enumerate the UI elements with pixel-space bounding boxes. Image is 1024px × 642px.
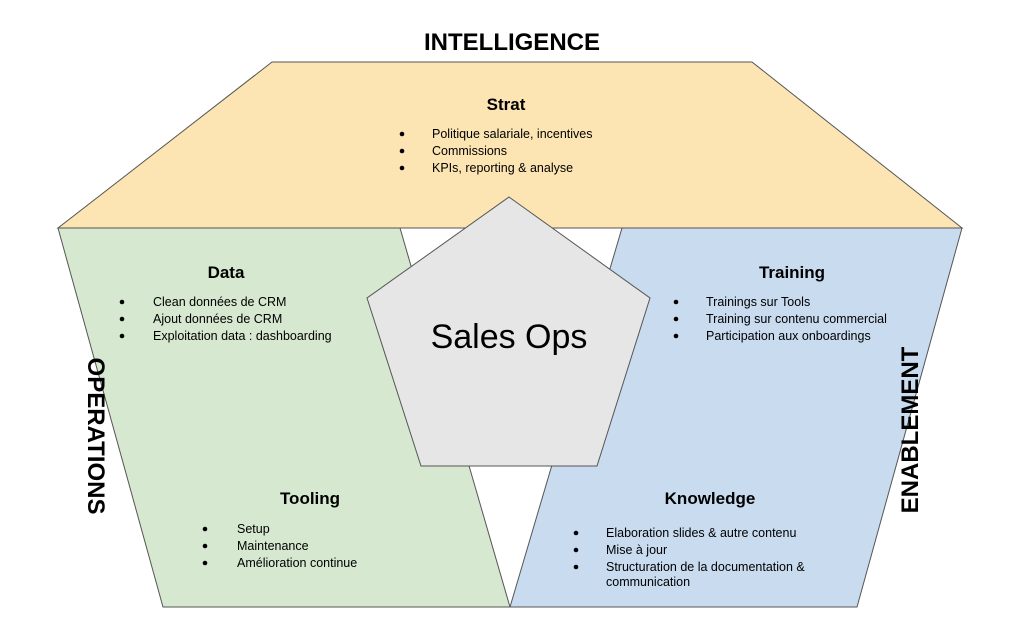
operations-label: OPERATIONS	[82, 358, 109, 515]
tooling-list: Setup Maintenance Amélioration continue	[202, 522, 357, 570]
data-item: Exploitation data : dashboarding	[153, 329, 332, 343]
bullet	[399, 165, 405, 171]
enablement-label: ENABLEMENT	[897, 346, 924, 513]
bullet	[673, 333, 679, 339]
strat-item: KPIs, reporting & analyse	[432, 161, 573, 175]
tooling-heading: Tooling	[280, 489, 340, 508]
strat-heading: Strat	[487, 95, 526, 114]
bullet	[399, 131, 405, 137]
bullet	[202, 543, 208, 549]
bullet	[399, 148, 405, 154]
knowledge-item-continuation: communication	[606, 575, 690, 589]
knowledge-item: Elaboration slides & autre contenu	[606, 526, 796, 540]
bullet	[573, 564, 579, 570]
bullet	[202, 560, 208, 566]
bullet	[119, 333, 125, 339]
training-item: Trainings sur Tools	[706, 295, 810, 309]
training-item: Participation aux onboardings	[706, 329, 871, 343]
tooling-item: Setup	[237, 522, 270, 536]
knowledge-item: Structuration de la documentation &	[606, 560, 805, 574]
data-heading: Data	[208, 263, 245, 282]
knowledge-list: Elaboration slides & autre contenu Mise …	[573, 526, 805, 589]
knowledge-heading: Knowledge	[665, 489, 756, 508]
center-label: Sales Ops	[431, 318, 588, 356]
intelligence-label: INTELLIGENCE	[424, 29, 600, 56]
bullet	[673, 316, 679, 322]
bullet	[119, 316, 125, 322]
data-item: Ajout données de CRM	[153, 312, 282, 326]
bullet	[119, 299, 125, 305]
strat-list: Politique salariale, incentives Commissi…	[399, 127, 593, 175]
knowledge-item: Mise à jour	[606, 543, 667, 557]
tooling-item: Amélioration continue	[237, 556, 357, 570]
training-heading: Training	[759, 263, 825, 282]
tooling-item: Maintenance	[237, 539, 309, 553]
center-pentagon	[366, 196, 651, 467]
bullet	[573, 547, 579, 553]
training-list: Trainings sur Tools Training sur contenu…	[673, 295, 887, 343]
bullet	[573, 530, 579, 536]
data-list: Clean données de CRM Ajout données de CR…	[119, 295, 332, 343]
data-item: Clean données de CRM	[153, 295, 286, 309]
bullet	[673, 299, 679, 305]
bullet	[202, 526, 208, 532]
strat-item: Commissions	[432, 144, 507, 158]
strat-item: Politique salariale, incentives	[432, 127, 593, 141]
training-item: Training sur contenu commercial	[706, 312, 887, 326]
